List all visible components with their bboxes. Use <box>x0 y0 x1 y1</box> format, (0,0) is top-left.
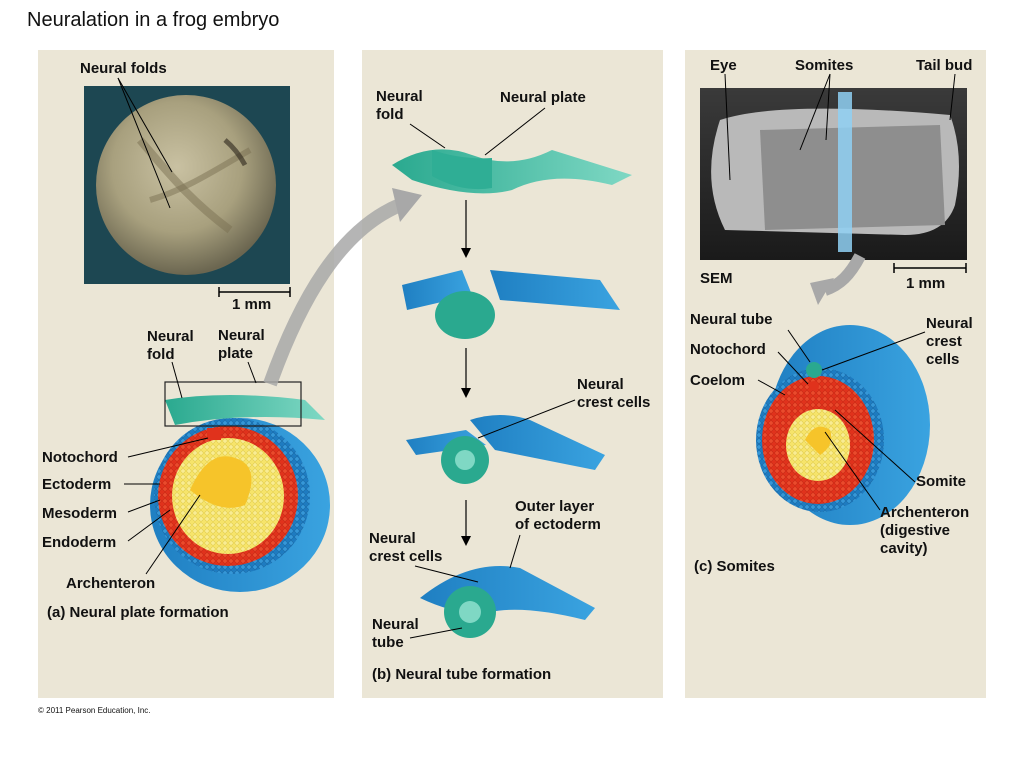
sem-leaders <box>724 73 956 181</box>
label-endoderm: Endoderm <box>42 534 117 551</box>
label-tail-bud: Tail bud <box>916 57 973 74</box>
label-ectoderm: Ectoderm <box>42 476 112 493</box>
somite-leaders <box>757 329 926 511</box>
stage-1-leaders <box>409 107 546 156</box>
label-somite: Somite <box>916 473 967 490</box>
label-notochord-c: Notochord <box>690 341 766 358</box>
caption-a: (a) Neural plate formation <box>47 604 229 621</box>
caption-b: (b) Neural tube formation <box>372 666 552 683</box>
label-neural-fold-b: Neural fold <box>376 88 423 123</box>
stage-4 <box>420 566 595 638</box>
label-sem: SEM <box>700 270 733 287</box>
label-mesoderm: Mesoderm <box>42 505 118 522</box>
label-notochord-a: Notochord <box>42 449 118 466</box>
embryo-cross-section <box>150 395 330 592</box>
zoom-box <box>164 381 302 427</box>
label-neural-crest-c: Neural crest cells <box>926 315 973 368</box>
sem-image <box>700 88 967 260</box>
photo-leader-lines <box>117 77 173 209</box>
embryo-photo <box>84 86 290 284</box>
label-neural-plate-b: Neural plate <box>500 89 586 106</box>
caption-c: (c) Somites <box>694 558 775 575</box>
label-outer-layer-ectoderm: Outer layer of ectoderm <box>515 498 601 533</box>
stage-4-leaders <box>409 534 521 639</box>
label-archenteron-c: Archenteron (digestive cavity) <box>880 504 970 557</box>
label-eye: Eye <box>710 57 737 74</box>
zoom-arrow-c <box>822 253 866 296</box>
scale-label-c: 1 mm <box>906 275 946 292</box>
stage-1-neural-plate <box>392 149 632 194</box>
label-neural-plate-a: Neural plate <box>218 327 265 362</box>
scale-bar-c <box>893 263 967 273</box>
label-neural-fold-a: Neural fold <box>147 328 194 363</box>
label-archenteron-a: Archenteron <box>66 575 156 592</box>
label-neural-crest-b1: Neural crest cells <box>577 376 651 411</box>
scale-bar-a <box>218 287 291 297</box>
scale-label-a: 1 mm <box>232 296 272 313</box>
label-neural-folds: Neural folds <box>80 60 167 77</box>
zoom-arrow-head-a <box>392 188 422 222</box>
cross-section-leaders <box>124 361 257 575</box>
page-title: Neuralation in a frog embryo <box>27 9 280 31</box>
stage-3 <box>406 415 605 484</box>
somite-cross-section <box>756 325 930 525</box>
label-neural-crest-b2: Neural crest cells <box>369 530 443 565</box>
label-neural-tube-c: Neural tube <box>690 311 773 328</box>
label-neural-tube-b: Neural tube <box>372 616 419 651</box>
stage-2 <box>402 270 620 339</box>
label-coelom: Coelom <box>690 372 746 389</box>
zoom-arrow-a <box>263 198 403 387</box>
label-somites: Somites <box>795 57 854 74</box>
copyright-notice: © 2011 Pearson Education, Inc. <box>38 706 151 715</box>
crest-leader-1 <box>477 399 576 439</box>
